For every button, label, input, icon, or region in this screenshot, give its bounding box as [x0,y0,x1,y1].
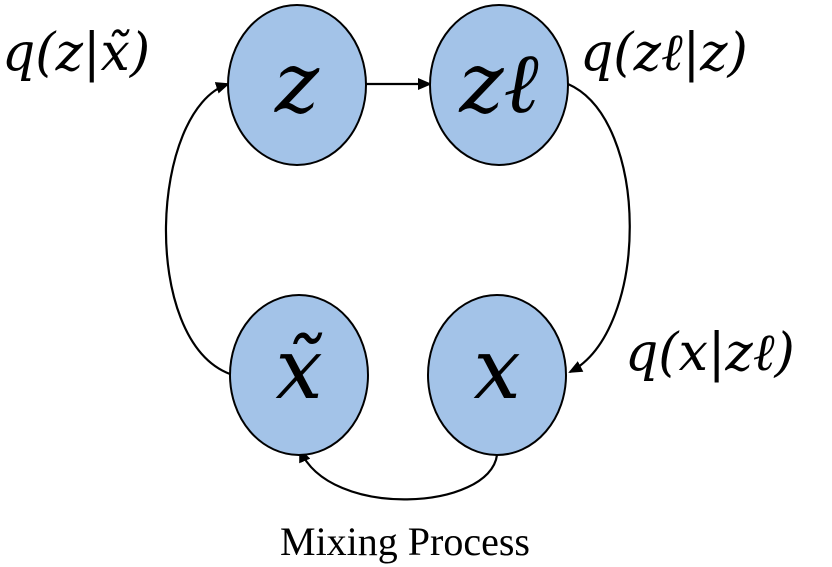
node-z-label: z [274,34,320,132]
caption-mixing-process: Mixing Process [280,519,530,564]
node-x-tilde-label: x̃ [275,320,322,418]
label-q-z-given-xtilde: q(z|x̃) [2,23,150,83]
node-z [227,4,367,166]
node-x-tilde [229,294,369,456]
edge-zell-to-x [567,82,631,373]
label-q-zell-given-z: q(zℓ|z) [580,23,748,83]
node-z-ell-label: zℓ [458,34,538,132]
label-q-x-given-zell: q(x|zℓ) [625,323,795,383]
node-x-label: x [473,320,520,418]
edge-x-to-xtilde [298,448,499,501]
edge-xtilde-to-z [164,82,231,376]
node-x [427,294,567,456]
node-z-ell [429,4,569,166]
